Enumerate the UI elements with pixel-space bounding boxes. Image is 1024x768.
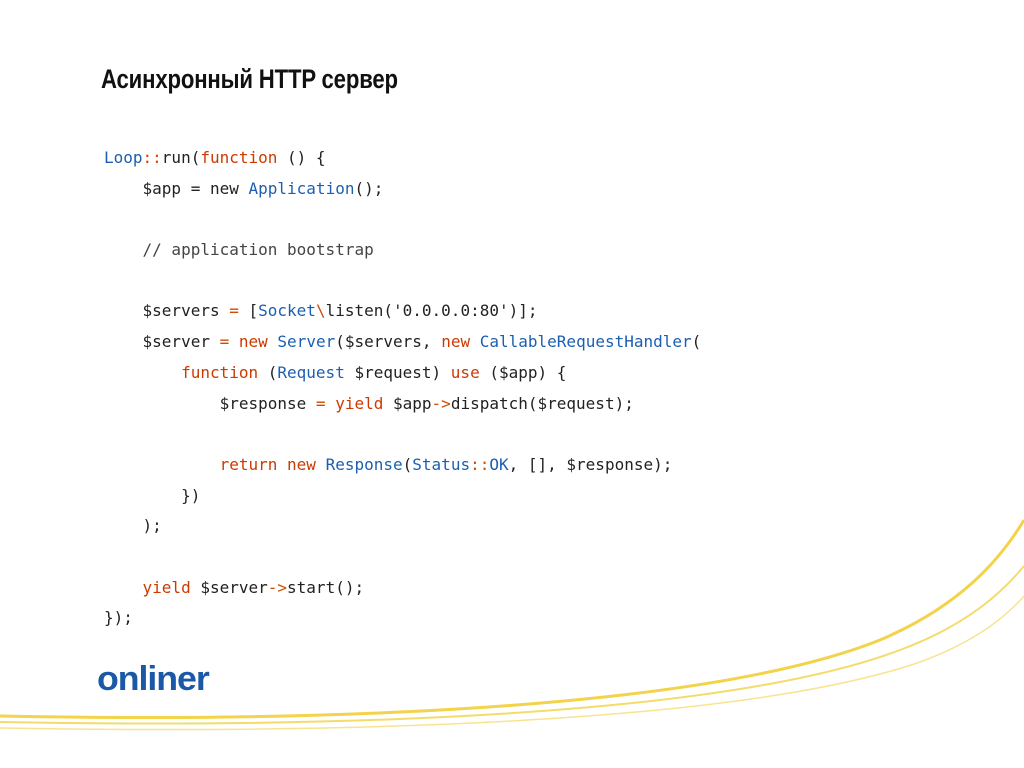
code-token: new [287, 454, 316, 474]
code-token [104, 363, 181, 382]
code-token: () { [277, 148, 326, 167]
code-token [104, 455, 220, 474]
code-token: }); [104, 608, 133, 628]
code-token [104, 578, 143, 597]
code-token: $server [104, 332, 220, 352]
code-token: \ [315, 301, 326, 321]
code-token: ( [691, 332, 702, 352]
code-token: start(); [287, 577, 365, 597]
code-token: $server [190, 577, 268, 597]
code-line: Loop::run(function () { [104, 143, 701, 174]
code-token: yield [335, 393, 384, 413]
code-line [104, 419, 701, 450]
code-line: ); [104, 511, 701, 542]
code-token: (); [354, 178, 384, 198]
code-token: return [219, 454, 278, 474]
code-token [470, 332, 480, 351]
code-token [316, 455, 326, 474]
code-block: Loop::run(function () { $app = new Appli… [104, 143, 701, 634]
code-token: OK [489, 454, 509, 474]
code-token: ); [104, 516, 162, 536]
code-token [326, 394, 336, 413]
code-token: 0.0.0.0:80 [402, 301, 499, 321]
code-line: // application bootstrap [104, 235, 701, 266]
code-token: , [], $response); [508, 454, 673, 474]
code-token [277, 455, 287, 474]
code-line: }) [104, 481, 701, 512]
code-line: yield $server->start(); [104, 573, 701, 604]
code-line [104, 204, 701, 235]
code-token: new [238, 332, 268, 352]
code-token: use [450, 362, 480, 382]
code-token: = [315, 393, 326, 413]
code-token: ($servers, [335, 332, 442, 352]
code-line: }); [104, 603, 701, 634]
code-token: $response [104, 393, 316, 413]
code-token: function [181, 362, 259, 382]
code-token: ( [258, 362, 278, 382]
code-line: $app = new Application(); [104, 174, 701, 205]
code-token: Request [277, 362, 345, 382]
code-token: $servers [104, 301, 230, 321]
onliner-logo: onliner [97, 660, 210, 698]
code-token: :: [470, 454, 490, 474]
code-token: Server [277, 332, 336, 352]
code-token: yield [142, 577, 191, 597]
code-line: $servers = [Socket\listen('0.0.0.0:80')]… [104, 296, 701, 327]
code-token: dispatch($request); [450, 393, 634, 413]
code-token: :: [142, 148, 162, 167]
code-token: [ [238, 301, 259, 321]
code-line: function (Request $request) use ($app) { [104, 358, 701, 389]
code-line [104, 542, 701, 573]
code-line: $response = yield $app->dispatch($reques… [104, 389, 701, 420]
code-token [268, 332, 278, 351]
code-token: Loop [104, 148, 143, 167]
code-token: ( [402, 454, 413, 474]
code-line: return new Response(Status::OK, [], $res… [104, 450, 701, 481]
code-token: // application bootstrap [104, 240, 374, 260]
code-line [104, 266, 701, 297]
code-line: $server = new Server($servers, new Calla… [104, 327, 702, 358]
code-token: ($app) { [479, 362, 567, 382]
code-token: CallableRequestHandler [479, 332, 692, 352]
code-token: = [219, 332, 230, 352]
code-token: -> [267, 577, 288, 597]
code-token: Response [325, 454, 403, 474]
code-token: }) [104, 485, 201, 505]
code-token: Application [248, 178, 355, 198]
code-token: = [229, 301, 239, 321]
code-token: Status [412, 454, 471, 474]
code-token: run( [161, 148, 201, 167]
code-token: $app [383, 393, 432, 413]
code-token: Socket [258, 301, 316, 321]
code-token [229, 332, 239, 351]
code-token: $request) [344, 362, 451, 382]
code-token: listen(' [325, 301, 403, 321]
code-token: -> [431, 393, 451, 413]
code-token: ')]; [498, 301, 538, 321]
code-token: $app = new [104, 178, 249, 198]
code-token: new [441, 332, 471, 352]
code-token: function [200, 148, 278, 167]
slide-title: Асинхронный HTTP сервер [101, 64, 398, 94]
